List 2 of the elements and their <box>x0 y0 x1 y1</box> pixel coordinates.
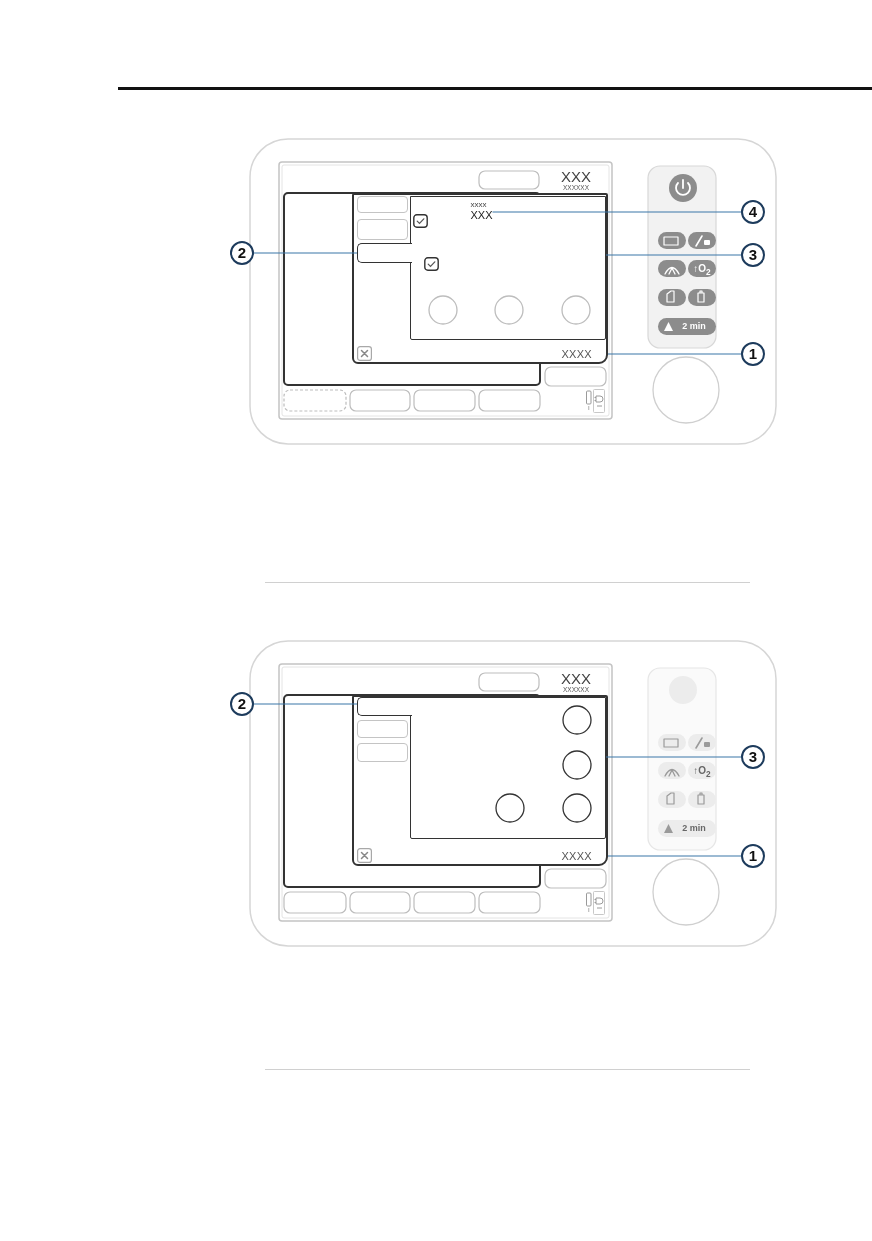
callout-number: 2 <box>230 692 254 716</box>
callout-number: 2 <box>230 241 254 265</box>
